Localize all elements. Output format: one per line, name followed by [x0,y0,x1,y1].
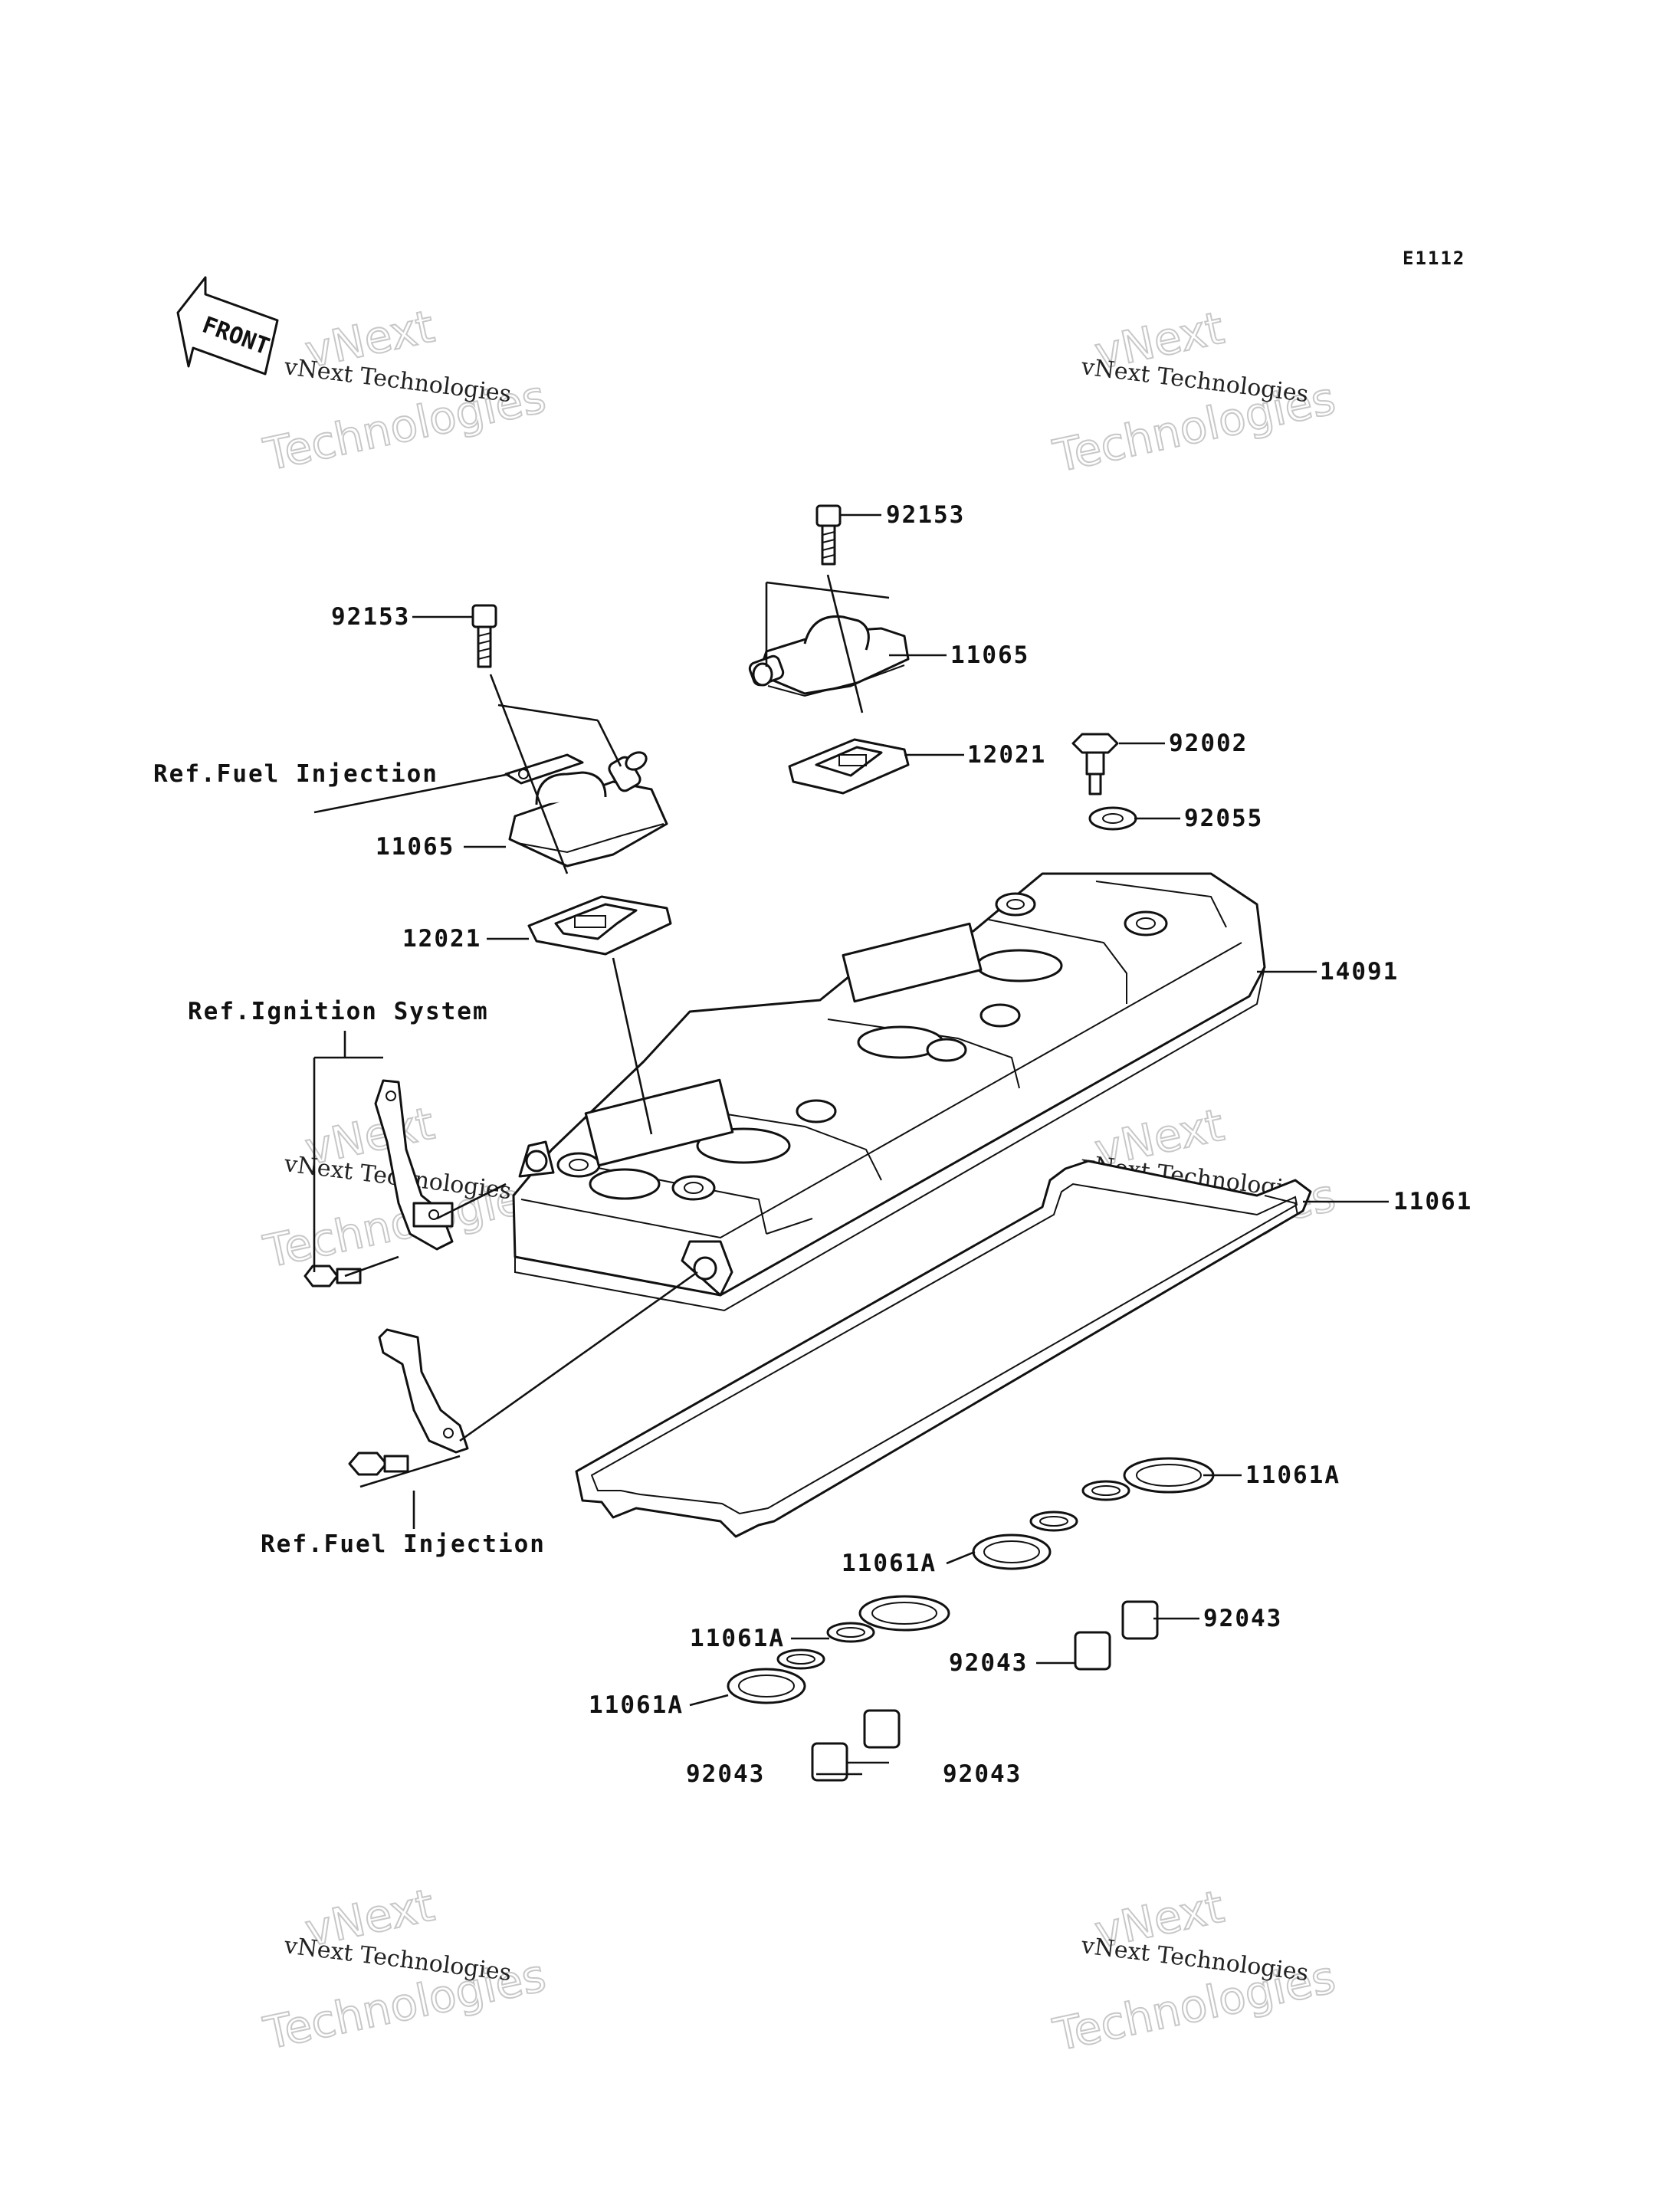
callout-11065-top: 11065 [950,641,1029,669]
reference-ignition-system: Ref.Ignition System [188,998,489,1025]
callout-92043-2: 92043 [949,1649,1028,1677]
head-cover-gasket [575,1160,1312,1538]
callout-92043-3: 92043 [943,1760,1022,1788]
plug-cap-gasket-left [527,895,672,956]
cylinder-head-cover [512,872,1266,1312]
callout-11061: 11061 [1393,1188,1472,1215]
callout-11061a-4: 11061A [589,1691,684,1719]
bolt-92153-left-icon [471,604,497,668]
plug-cap-cover-top [748,615,910,697]
reference-fuel-injection-top: Ref.Fuel Injection [153,760,438,788]
watermark-text-top-right: vNext Technologies [1079,353,1310,408]
callout-11065-left: 11065 [376,833,454,861]
watermark-text-bottom-left: vNext Technologies [282,1932,513,1986]
callout-11061a-2: 11061A [842,1550,937,1577]
callout-92153-top: 92153 [886,501,965,529]
washer-92055-icon [1088,806,1137,831]
callout-11061a-3: 11061A [690,1625,785,1652]
callout-92002: 92002 [1169,730,1248,757]
fuel-injection-bracket [378,1328,469,1454]
collar-92043-icon [811,1600,1159,1782]
plug-cap-cover-left [504,751,668,868]
callout-92055: 92055 [1184,805,1263,832]
watermark-text-bottom-right: vNext Technologies [1079,1932,1310,1986]
bolt-92153-top-icon [815,504,842,566]
oring-group-left [727,1595,950,1704]
callout-92043-4: 92043 [686,1760,765,1788]
watermark-text-top-left: vNext Technologies [282,353,513,408]
front-arrow-icon: FRONT [176,276,279,376]
leader-lines [313,513,1389,1776]
oring-group-right [972,1457,1215,1570]
callout-92043-1: 92043 [1203,1605,1282,1632]
callout-14091: 14091 [1320,958,1399,986]
diagram-code: E1112 [1403,248,1465,269]
bolt-ignition-icon [304,1265,362,1287]
plug-cap-gasket-top [788,738,910,795]
bolt-92002-icon [1071,733,1119,795]
bolt-fuel-injection-icon [348,1451,409,1476]
callout-12021-left: 12021 [402,925,481,953]
reference-fuel-injection-bottom: Ref.Fuel Injection [261,1530,546,1558]
callout-92153-left: 92153 [331,603,410,631]
callout-12021-top: 12021 [967,741,1046,769]
callout-11061a-1: 11061A [1245,1461,1340,1489]
